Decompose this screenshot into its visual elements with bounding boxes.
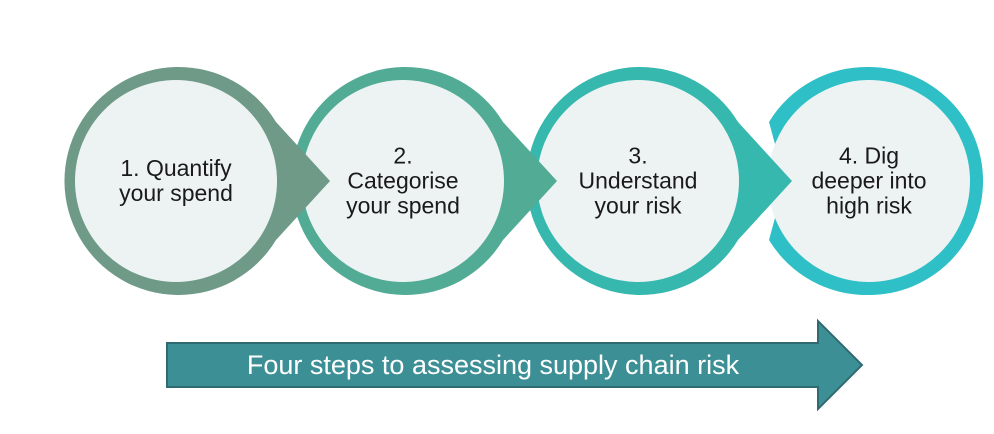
step-3-circle: [537, 80, 739, 282]
step-3-label: 3. Understand your risk: [578, 142, 698, 219]
step-1-label: 1. Quantify your spend: [119, 155, 233, 206]
step-2-circle: [302, 80, 504, 282]
step-2-label: 2. Categorise your spend: [346, 142, 460, 219]
banner-label: Four steps to assessing supply chain ris…: [246, 350, 740, 380]
step-4-label: 4. Dig deeper into high risk: [811, 142, 927, 219]
step-4-circle: [768, 80, 970, 282]
step-1-circle: [75, 80, 277, 282]
step-3-shape: [526, 66, 792, 295]
step-1-shape: [64, 66, 330, 295]
step-2-shape: [291, 66, 557, 295]
banner-arrow: [166, 318, 864, 412]
step-4-shape: [768, 66, 984, 296]
